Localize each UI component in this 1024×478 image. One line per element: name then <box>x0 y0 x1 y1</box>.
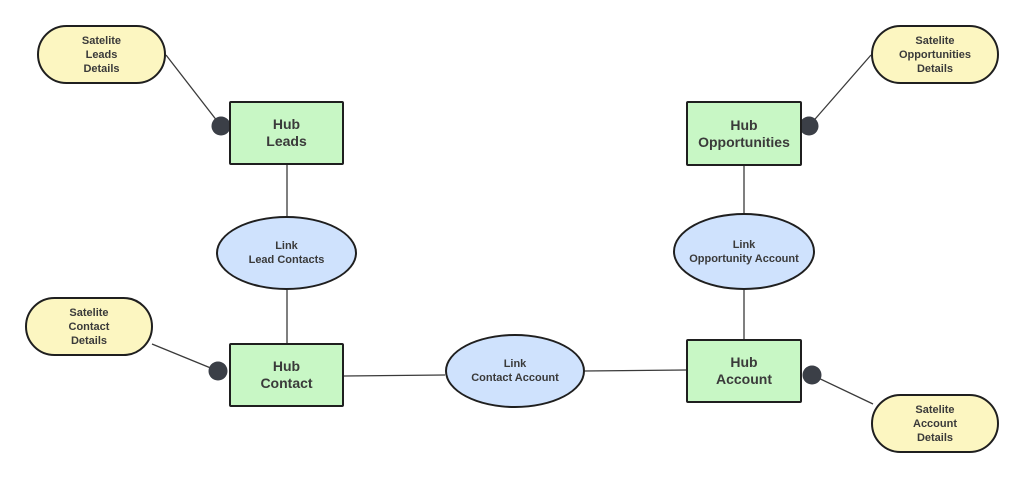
hub-opportunities[interactable]: Hub Opportunities <box>686 101 802 166</box>
hub-account-line2: Account <box>716 371 772 387</box>
satellite-contact-line2: Contact <box>68 320 110 333</box>
edge-satellite-opportunities-to-hub-opportunities <box>808 54 872 127</box>
satellite-account-line3: Details <box>916 431 954 444</box>
satellite-leads-line1: Satelite <box>81 34 122 47</box>
satellite-contact-line1: Satelite <box>69 306 109 319</box>
link-contact-account-line1: Link <box>503 358 527 370</box>
link-contact-account[interactable]: Link Contact Account <box>445 334 585 408</box>
connector-dot-leads <box>211 116 231 136</box>
link-lead-contacts-line2: Lead Contacts <box>248 254 325 266</box>
connector-dot-opportunities <box>799 116 819 136</box>
connector-dot-contact <box>208 361 228 381</box>
satellite-contact-line3: Details <box>70 334 108 347</box>
link-lead-contacts-line1: Link <box>275 240 298 252</box>
satellite-leads-details[interactable]: Satelite Leads Details <box>37 25 166 84</box>
satellite-account-details[interactable]: Satelite Account Details <box>871 394 999 453</box>
edge-link-contact-account-to-hub-account <box>583 369 687 372</box>
satellite-account-line2: Account <box>913 417 957 430</box>
link-opportunity-account-line1: Link <box>732 238 756 251</box>
hub-contact-line1: Hub <box>272 358 301 374</box>
link-opportunity-account-line2: Opportunity Account <box>689 252 799 265</box>
satellite-opportunities-details[interactable]: Satelite Opportunities Details <box>871 25 999 84</box>
link-lead-contacts[interactable]: Link Lead Contacts <box>216 216 357 290</box>
satellite-contact-details[interactable]: Satelite Contact Details <box>25 297 153 356</box>
edge-satellite-account-to-hub-account <box>811 374 874 405</box>
hub-leads-line1: Hub <box>272 116 301 132</box>
satellite-opportunities-line3: Details <box>916 62 954 75</box>
hub-contact[interactable]: Hub Contact <box>229 343 344 407</box>
hub-account-line1: Hub <box>730 354 758 370</box>
edge-hub-contact-to-link-contact-account <box>343 374 446 377</box>
hub-opportunities-line1: Hub <box>730 116 758 133</box>
link-contact-account-line2: Contact Account <box>471 372 559 384</box>
connector-dot-account <box>802 365 822 385</box>
satellite-opportunities-line1: Satelite <box>915 34 955 47</box>
satellite-account-line1: Satelite <box>915 403 955 416</box>
hub-opportunities-line2: Opportunities <box>698 133 790 150</box>
hub-leads[interactable]: Hub Leads <box>229 101 344 165</box>
satellite-leads-line3: Details <box>83 62 120 75</box>
satellite-leads-line2: Leads <box>85 48 118 61</box>
hub-contact-line2: Contact <box>260 375 313 391</box>
satellite-opportunities-line2: Opportunities <box>898 48 972 61</box>
edge-satellite-contact-to-hub-contact <box>151 343 219 372</box>
hub-account[interactable]: Hub Account <box>686 339 802 403</box>
link-opportunity-account[interactable]: Link Opportunity Account <box>673 213 815 290</box>
hub-leads-line2: Leads <box>266 133 307 149</box>
edge-satellite-leads-to-hub-leads <box>165 54 222 127</box>
